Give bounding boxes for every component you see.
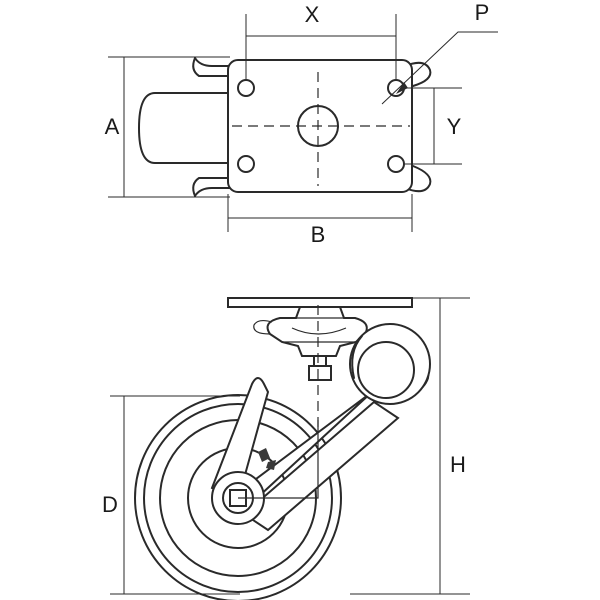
top-view-fork-right-upper [404, 61, 432, 87]
side-mounting-plate [227, 297, 413, 308]
brand-mark-icon [258, 448, 276, 470]
top-view-fork-lower [192, 177, 237, 197]
king-pin-nut [308, 365, 332, 381]
label-a: A [105, 114, 120, 139]
top-view-fork-upper [192, 57, 237, 77]
bolt-hole-bottom-left [237, 155, 255, 173]
label-p: P [475, 0, 490, 25]
top-view-wheel-hub [138, 92, 233, 164]
side-view-dimensions [110, 297, 470, 595]
top-view [138, 57, 432, 197]
label-b: B [311, 222, 326, 247]
wheel-tread-inner [143, 403, 333, 593]
fork-leg [210, 377, 270, 502]
brake-lever-ring-inner [357, 341, 415, 399]
dimension-p-leader [381, 31, 498, 105]
side-view [134, 297, 431, 600]
label-d: D [102, 492, 118, 517]
top-view-dimensions [108, 14, 498, 232]
label-y: Y [447, 114, 462, 139]
label-h: H [450, 452, 466, 477]
label-x: X [305, 2, 320, 27]
swivel-head [266, 306, 368, 357]
top-view-fork-right-lower [404, 165, 432, 193]
dimension-labels: X P Y A B H D [102, 0, 489, 517]
